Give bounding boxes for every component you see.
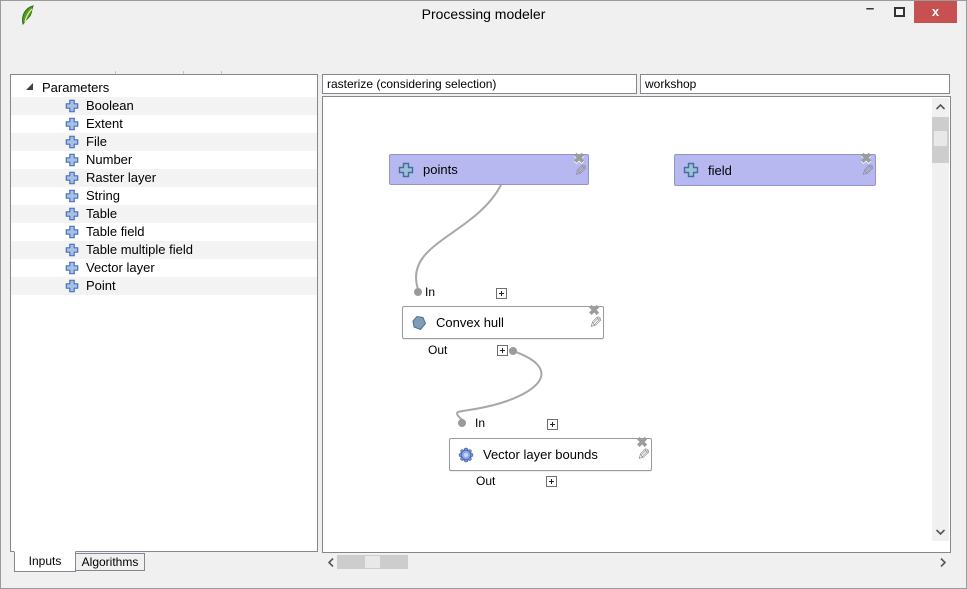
add-parameter-icon — [65, 279, 79, 293]
modeler-toolbar — [0, 30, 967, 74]
horizontal-scroll-thumb[interactable] — [337, 555, 408, 569]
edit-node-icon[interactable]: ✎ — [574, 164, 587, 180]
item-label: String — [86, 187, 120, 205]
vector-layer-bounds-in-label: In — [475, 416, 485, 430]
convex-hull-icon — [411, 315, 427, 331]
add-parameter-icon — [65, 225, 79, 239]
add-parameter-icon — [65, 189, 79, 203]
horizontal-scrollbar[interactable] — [322, 555, 951, 569]
sidebar-item-table-multiple-field[interactable]: Table multiple field — [11, 241, 317, 259]
item-label: Extent — [86, 115, 123, 133]
algorithm-node-vector-layer-bounds[interactable]: Vector layer bounds ✖ ✎ — [449, 438, 652, 471]
expand-in-button[interactable] — [496, 288, 507, 299]
edit-node-icon[interactable]: ✎ — [861, 164, 874, 180]
model-group-input[interactable] — [640, 74, 950, 94]
item-label: Raster layer — [86, 169, 156, 187]
add-parameter-icon — [683, 162, 699, 178]
expand-in-button[interactable] — [547, 419, 558, 430]
sidebar-item-vector-layer[interactable]: Vector layer — [11, 259, 317, 277]
node-label: Vector layer bounds — [483, 447, 598, 462]
add-parameter-icon — [65, 261, 79, 275]
scroll-up-arrow[interactable] — [932, 100, 949, 114]
scroll-right-arrow[interactable] — [936, 555, 949, 569]
tree-root-parameters[interactable]: Parameters — [11, 78, 317, 97]
vector-layer-bounds-out-label: Out — [476, 474, 495, 488]
close-button[interactable]: x — [914, 1, 957, 23]
convex-hull-in-label: In — [425, 285, 435, 299]
sidebar-item-string[interactable]: String — [11, 187, 317, 205]
add-parameter-icon — [65, 135, 79, 149]
add-parameter-icon — [65, 207, 79, 221]
sidebar-item-table[interactable]: Table — [11, 205, 317, 223]
tab-inputs[interactable]: Inputs — [14, 551, 76, 572]
expand-out-button[interactable] — [546, 476, 557, 487]
item-label: Table multiple field — [86, 241, 193, 259]
add-parameter-icon — [65, 243, 79, 257]
qgis-logo-icon — [19, 4, 39, 26]
maximize-icon — [894, 7, 905, 17]
algorithm-node-convex-hull[interactable]: Convex hull ✖ ✎ — [402, 306, 604, 339]
vertical-scrollbar[interactable] — [932, 98, 949, 541]
item-label: Vector layer — [86, 259, 155, 277]
model-canvas[interactable]: points ✖ ✎ field ✖ ✎ In Convex hull ✖ ✎ … — [322, 96, 951, 553]
item-label: Number — [86, 151, 132, 169]
node-label: Convex hull — [436, 315, 504, 330]
minimize-button[interactable]: – — [856, 2, 884, 22]
node-label: field — [708, 163, 732, 178]
scroll-left-arrow[interactable] — [324, 555, 337, 569]
edit-node-icon[interactable]: ✎ — [637, 448, 650, 464]
sidebar-item-raster-layer[interactable]: Raster layer — [11, 169, 317, 187]
add-parameter-icon — [65, 171, 79, 185]
expanded-arrow-icon[interactable] — [26, 83, 33, 90]
tree-children: Boolean Extent File Number Raster layer … — [11, 97, 317, 295]
tab-algorithms[interactable]: Algorithms — [75, 553, 145, 571]
edit-node-icon[interactable]: ✎ — [589, 316, 602, 332]
param-node-points[interactable]: points ✖ ✎ — [389, 154, 589, 185]
add-parameter-icon — [65, 117, 79, 131]
parameters-tree: Parameters Boolean Extent File Number Ra… — [11, 75, 317, 295]
node-label: points — [423, 162, 458, 177]
sidebar-item-boolean[interactable]: Boolean — [11, 97, 317, 115]
sidebar-item-point[interactable]: Point — [11, 277, 317, 295]
item-label: File — [86, 133, 107, 151]
sidebar-item-extent[interactable]: Extent — [11, 115, 317, 133]
sidebar-item-table-field[interactable]: Table field — [11, 223, 317, 241]
sidebar-item-number[interactable]: Number — [11, 151, 317, 169]
param-node-field[interactable]: field ✖ ✎ — [674, 154, 876, 186]
convex-hull-out-label: Out — [428, 343, 447, 357]
tree-root-label: Parameters — [42, 78, 109, 97]
scroll-down-arrow[interactable] — [932, 525, 949, 539]
vertical-scroll-thumb[interactable] — [932, 117, 949, 163]
inputs-panel: Parameters Boolean Extent File Number Ra… — [10, 74, 318, 552]
window-title: Processing modeler — [422, 6, 546, 22]
expand-out-button[interactable] — [497, 345, 508, 356]
sidebar-item-file[interactable]: File — [11, 133, 317, 151]
item-label: Point — [86, 277, 116, 295]
item-label: Table field — [86, 223, 145, 241]
thumb-notch — [365, 556, 380, 568]
maximize-button[interactable] — [886, 2, 912, 22]
algorithm-gear-icon — [458, 447, 474, 463]
add-parameter-icon — [65, 99, 79, 113]
item-label: Table — [86, 205, 117, 223]
item-label: Boolean — [86, 97, 134, 115]
model-name-input[interactable] — [322, 74, 637, 94]
add-parameter-icon — [398, 162, 414, 178]
thumb-notch — [934, 131, 947, 146]
title-bar[interactable]: Processing modeler – x — [0, 0, 967, 30]
add-parameter-icon — [65, 153, 79, 167]
